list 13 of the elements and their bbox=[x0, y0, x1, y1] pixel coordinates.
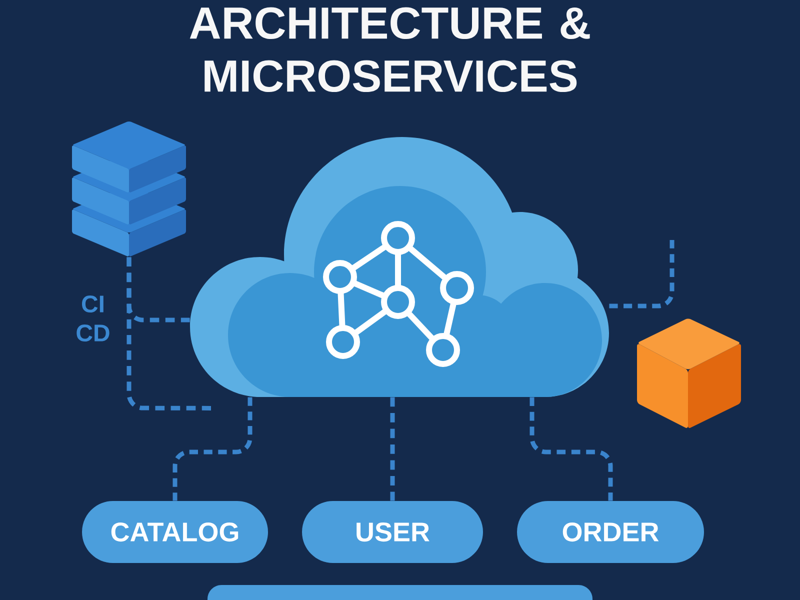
connector-line bbox=[609, 240, 674, 308]
connector-line bbox=[390, 397, 395, 501]
connector-line bbox=[126, 257, 212, 410]
layer-stack bbox=[72, 121, 186, 256]
service-pill: ORDER bbox=[517, 501, 704, 563]
service-pill: CATALOG bbox=[82, 501, 268, 563]
connector-line bbox=[172, 397, 252, 501]
title: ARCHITECTURE & MICROSERVICES bbox=[190, 7, 590, 92]
service-pill bbox=[208, 585, 592, 600]
service-pill: USER bbox=[302, 501, 483, 563]
edge-label: CI CD bbox=[73, 294, 113, 342]
cloud bbox=[190, 137, 609, 397]
connector-line bbox=[530, 397, 613, 501]
